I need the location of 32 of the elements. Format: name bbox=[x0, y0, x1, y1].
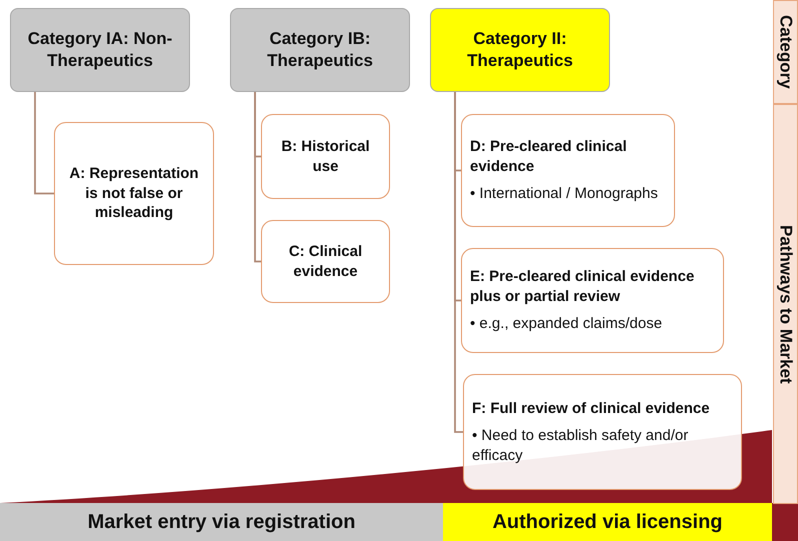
heading-text: Pathways to Market bbox=[776, 224, 797, 384]
heading-text: B: Historical use bbox=[280, 137, 371, 176]
connector-line bbox=[34, 92, 54, 194]
side-band bbox=[773, 0, 798, 104]
pathway-box bbox=[461, 114, 675, 227]
bottom-band bbox=[443, 503, 772, 541]
connector-line bbox=[254, 92, 261, 262]
bullet-text: • e.g., expanded claims/dose bbox=[470, 314, 662, 334]
heading-text: F: Full review of clinical evidence bbox=[472, 398, 710, 418]
category-box bbox=[430, 8, 610, 92]
heading-text: Market entry via registration bbox=[88, 510, 356, 535]
bottom-band bbox=[0, 503, 443, 541]
bullet-text: • Need to establish safety and/or efficacy bbox=[472, 426, 690, 466]
category-box bbox=[10, 8, 190, 92]
heading-text: Category IA: Non-Therapeutics bbox=[26, 28, 174, 72]
pathway-box bbox=[461, 248, 724, 353]
heading-text: E: Pre-cleared clinical evidence plus or partial review bbox=[470, 267, 696, 306]
heading-text: A: Representation is not false or misleading bbox=[68, 164, 200, 223]
bullet-text: • International / Monographs bbox=[470, 184, 658, 204]
heading-text: Authorized via licensing bbox=[492, 510, 723, 535]
heading-text: D: Pre-cleared clinical evidence bbox=[470, 137, 628, 176]
pathway-box bbox=[463, 374, 742, 490]
heading-text: Category II: Therapeutics bbox=[466, 28, 574, 72]
category-box bbox=[230, 8, 410, 92]
side-band bbox=[773, 104, 798, 504]
pathway-box bbox=[261, 114, 390, 199]
pathway-box bbox=[54, 122, 214, 265]
connector-line bbox=[454, 92, 463, 433]
heading-text: C: Clinical evidence bbox=[288, 242, 364, 281]
heading-text: Category bbox=[776, 15, 797, 89]
pathway-box bbox=[261, 220, 390, 303]
heading-text: Category IB: Therapeutics bbox=[266, 28, 374, 72]
